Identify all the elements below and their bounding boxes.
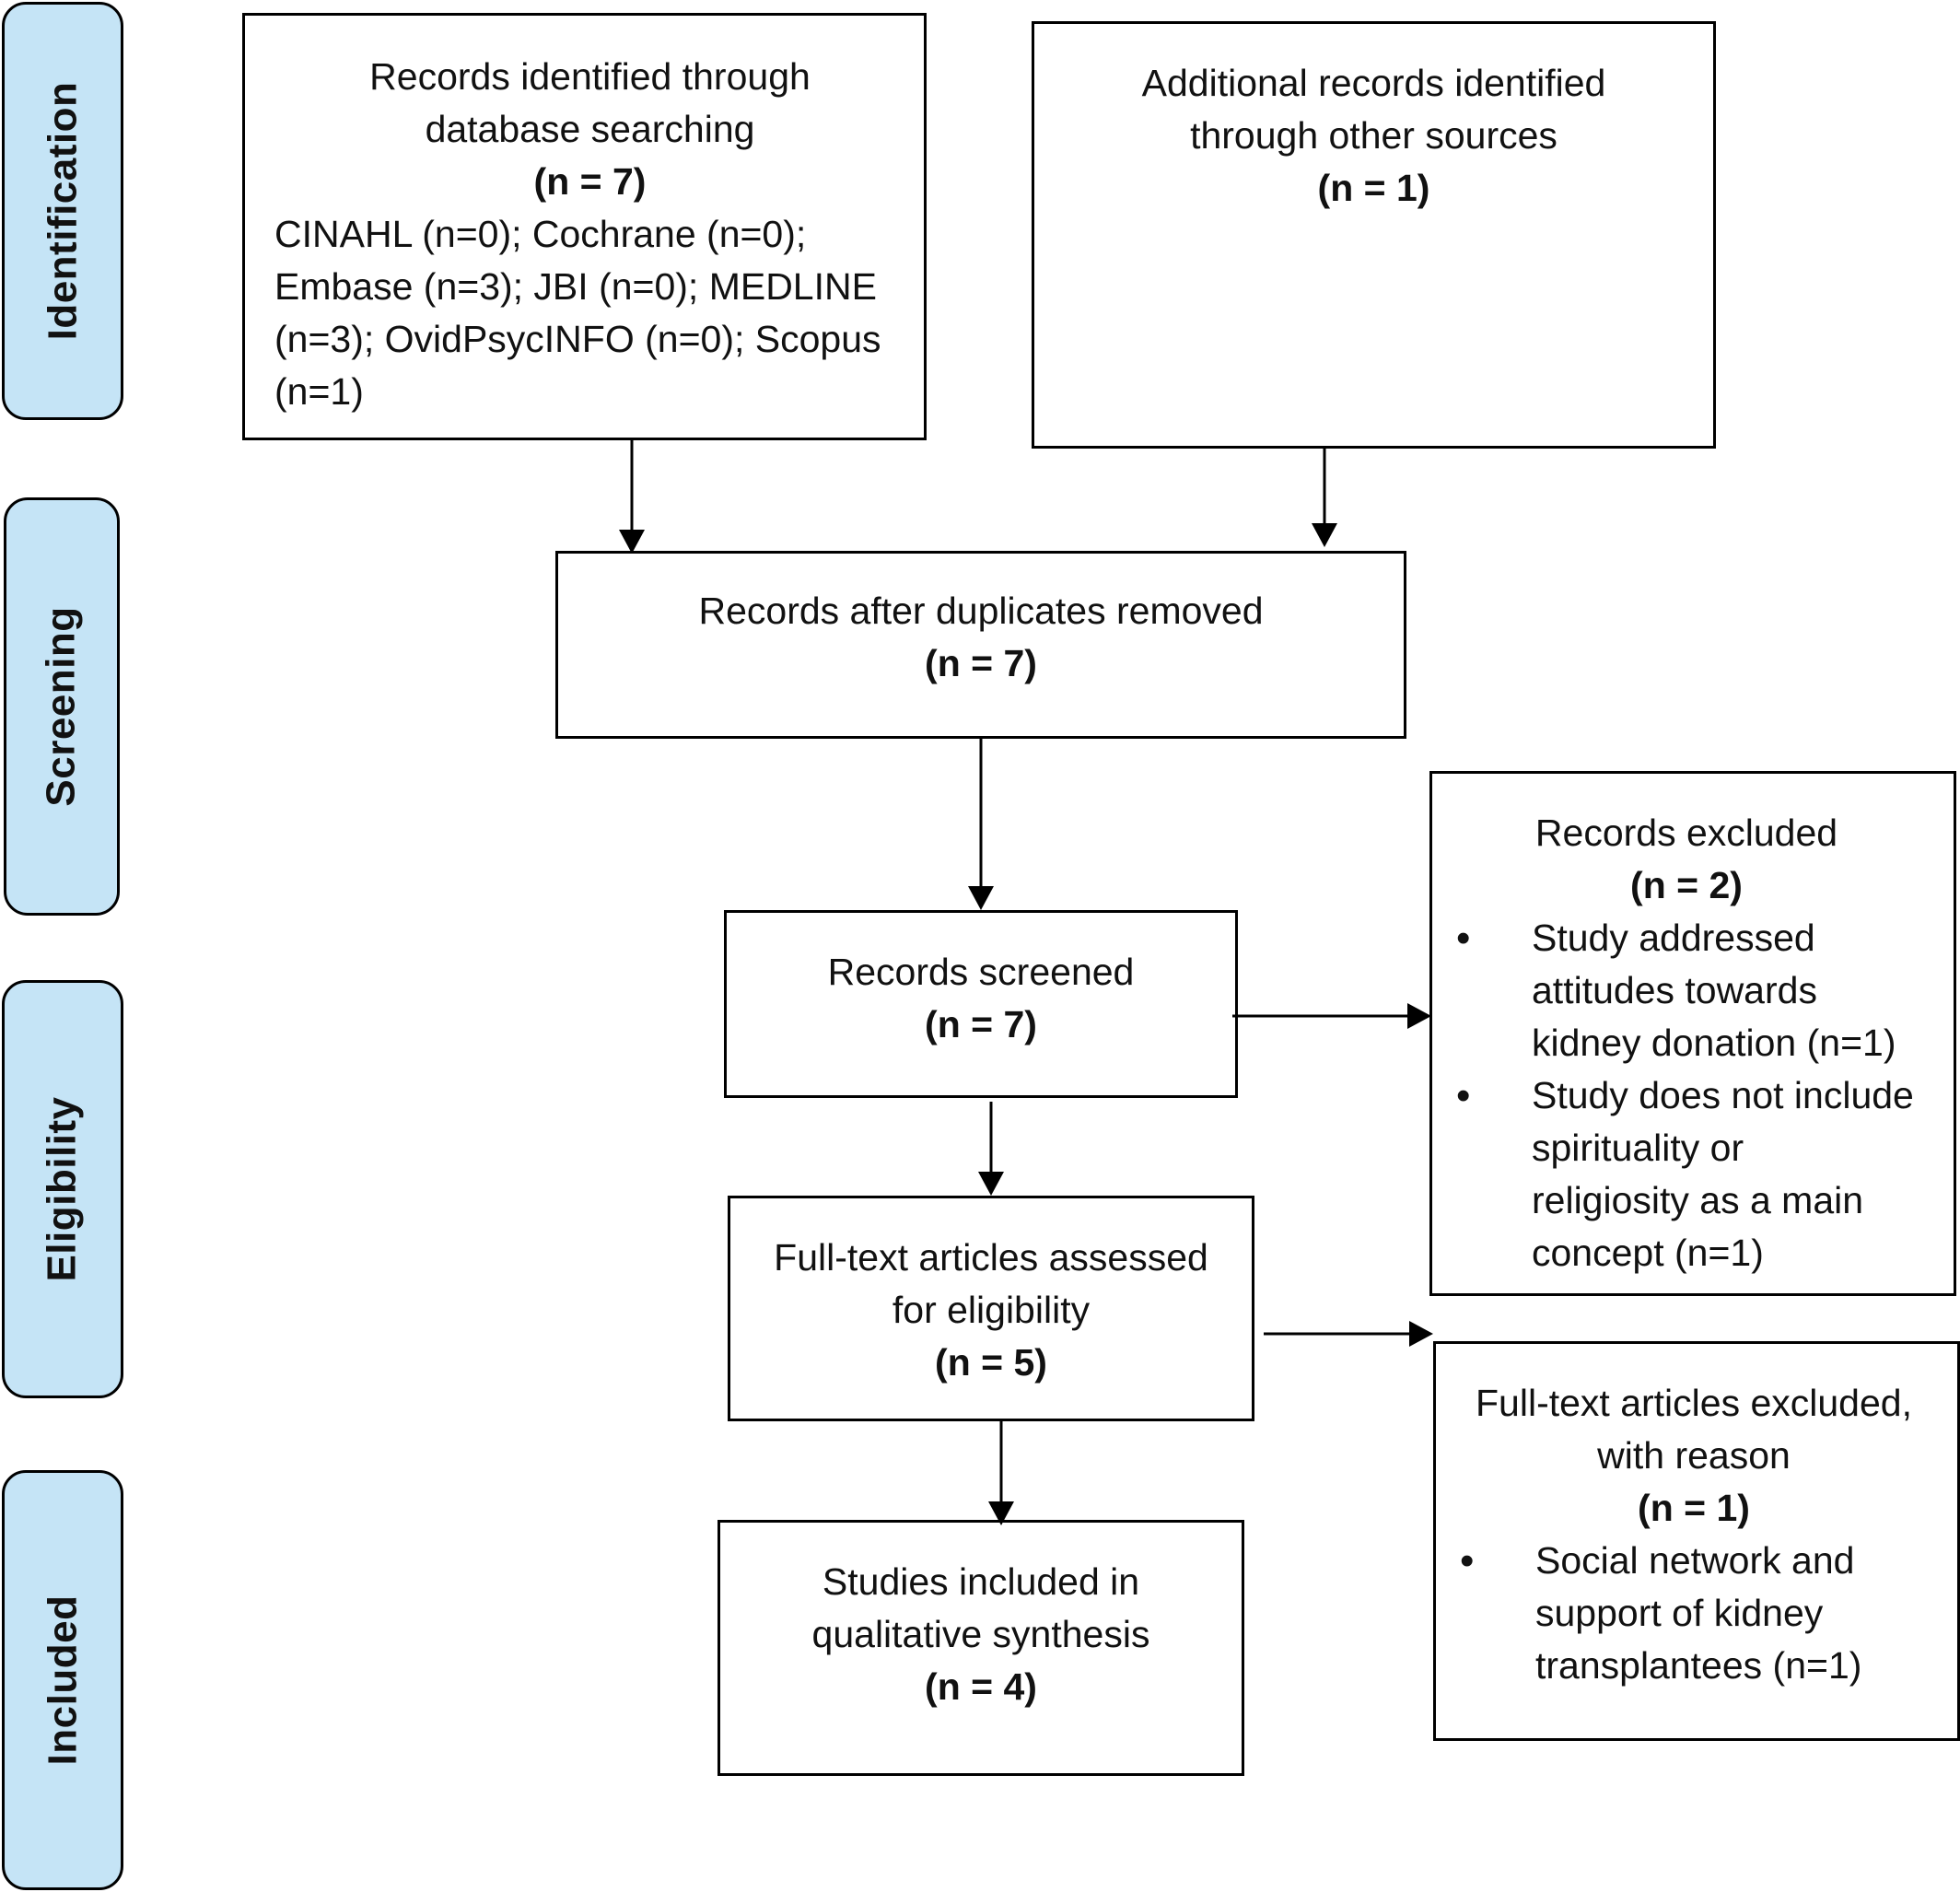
database-search-detail-line-2: Embase (n=3); JBI (n=0); MEDLINE: [274, 265, 877, 308]
database-search-box: Records identified through database sear…: [242, 13, 927, 440]
records-excluded-reasons: Study addressed attitudes towards kidney…: [1432, 912, 1941, 1279]
stage-screening: Screening: [4, 497, 120, 916]
included-studies-title-line-1: Studies included in: [822, 1560, 1140, 1603]
database-search-count: (n = 7): [533, 160, 647, 203]
records-excluded-box: Records excluded (n = 2) Study addressed…: [1429, 771, 1956, 1296]
records-excluded-reason-1-line-1: Study addressed: [1532, 917, 1815, 959]
arrow-duplicates-to-screened: [968, 739, 994, 910]
fulltext-excluded-reason-1-line-1: Social network and: [1535, 1539, 1855, 1582]
records-excluded-reason-2-line-2: spirituality or: [1532, 1127, 1744, 1169]
records-screened-count: (n = 7): [925, 1003, 1037, 1045]
records-excluded-reason-2: Study does not include spirituality or r…: [1432, 1069, 1941, 1279]
other-sources-box: Additional records identified through ot…: [1032, 21, 1716, 449]
records-excluded-reason-1-line-3: kidney donation (n=1): [1532, 1022, 1896, 1064]
records-screened-box: Records screened (n = 7): [724, 910, 1238, 1098]
arrow-screened-to-fulltext: [978, 1102, 1004, 1196]
records-excluded-reason-2-line-1: Study does not include: [1532, 1074, 1914, 1116]
records-screened-title: Records screened: [827, 951, 1135, 993]
records-excluded-title: Records excluded: [1534, 812, 1838, 854]
records-excluded-count: (n = 2): [1630, 864, 1743, 906]
stage-eligibility: Eligibility: [2, 980, 123, 1398]
fulltext-excluded-box: Full-text articles excluded, with reason…: [1433, 1341, 1960, 1741]
database-search-detail-line-3: (n=3); OvidPsycINFO (n=0); Scopus: [274, 318, 881, 360]
fulltext-assessed-title-line-1: Full-text articles assessed: [774, 1236, 1208, 1279]
fulltext-assessed-count: (n = 5): [935, 1341, 1047, 1384]
arrow-database-to-duplicates: [619, 440, 645, 554]
included-studies-count: (n = 4): [925, 1665, 1037, 1708]
fulltext-excluded-reason-1-line-2: support of kidney: [1535, 1592, 1824, 1634]
included-studies-title-line-2: qualitative synthesis: [811, 1613, 1150, 1655]
included-studies-box: Studies included in qualitative synthesi…: [718, 1520, 1244, 1776]
other-sources-count: (n = 1): [1317, 167, 1430, 209]
database-search-title-line-1: Records identified through: [369, 55, 811, 98]
fulltext-excluded-title-line-2: with reason: [1597, 1434, 1791, 1477]
duplicates-removed-title: Records after duplicates removed: [698, 590, 1264, 632]
records-excluded-reason-2-line-3: religiosity as a main: [1532, 1179, 1864, 1221]
database-search-detail-line-1: CINAHL (n=0); Cochrane (n=0);: [274, 213, 807, 255]
fulltext-assessed-box: Full-text articles assessed for eligibil…: [728, 1196, 1254, 1421]
records-excluded-reason-1-line-2: attitudes towards: [1532, 969, 1817, 1011]
arrow-fulltext-to-included: [988, 1421, 1014, 1525]
duplicates-removed-box: Records after duplicates removed (n = 7): [555, 551, 1406, 739]
records-excluded-reason-1: Study addressed attitudes towards kidney…: [1432, 912, 1941, 1069]
other-sources-title-line-1: Additional records identified: [1141, 62, 1606, 104]
fulltext-excluded-count: (n = 1): [1638, 1487, 1750, 1529]
records-excluded-reason-2-line-4: concept (n=1): [1532, 1232, 1764, 1274]
other-sources-title-line-2: through other sources: [1190, 114, 1558, 157]
stage-included: Included: [2, 1470, 123, 1890]
stage-identification: Identification: [2, 2, 123, 420]
arrow-fulltext-to-excluded: [1264, 1321, 1433, 1347]
arrow-other-to-duplicates: [1312, 449, 1337, 547]
fulltext-excluded-reasons: Social network and support of kidney tra…: [1436, 1535, 1952, 1692]
arrow-screened-to-excluded: [1232, 1003, 1431, 1029]
fulltext-assessed-title-line-2: for eligibility: [892, 1289, 1091, 1331]
fulltext-excluded-title-line-1: Full-text articles excluded,: [1476, 1382, 1912, 1424]
duplicates-removed-count: (n = 7): [925, 642, 1037, 684]
fulltext-excluded-reason-1: Social network and support of kidney tra…: [1436, 1535, 1952, 1692]
fulltext-excluded-reason-1-line-3: transplantees (n=1): [1535, 1644, 1862, 1687]
database-search-detail-line-4: (n=1): [274, 370, 364, 413]
database-search-title-line-2: database searching: [425, 108, 755, 150]
